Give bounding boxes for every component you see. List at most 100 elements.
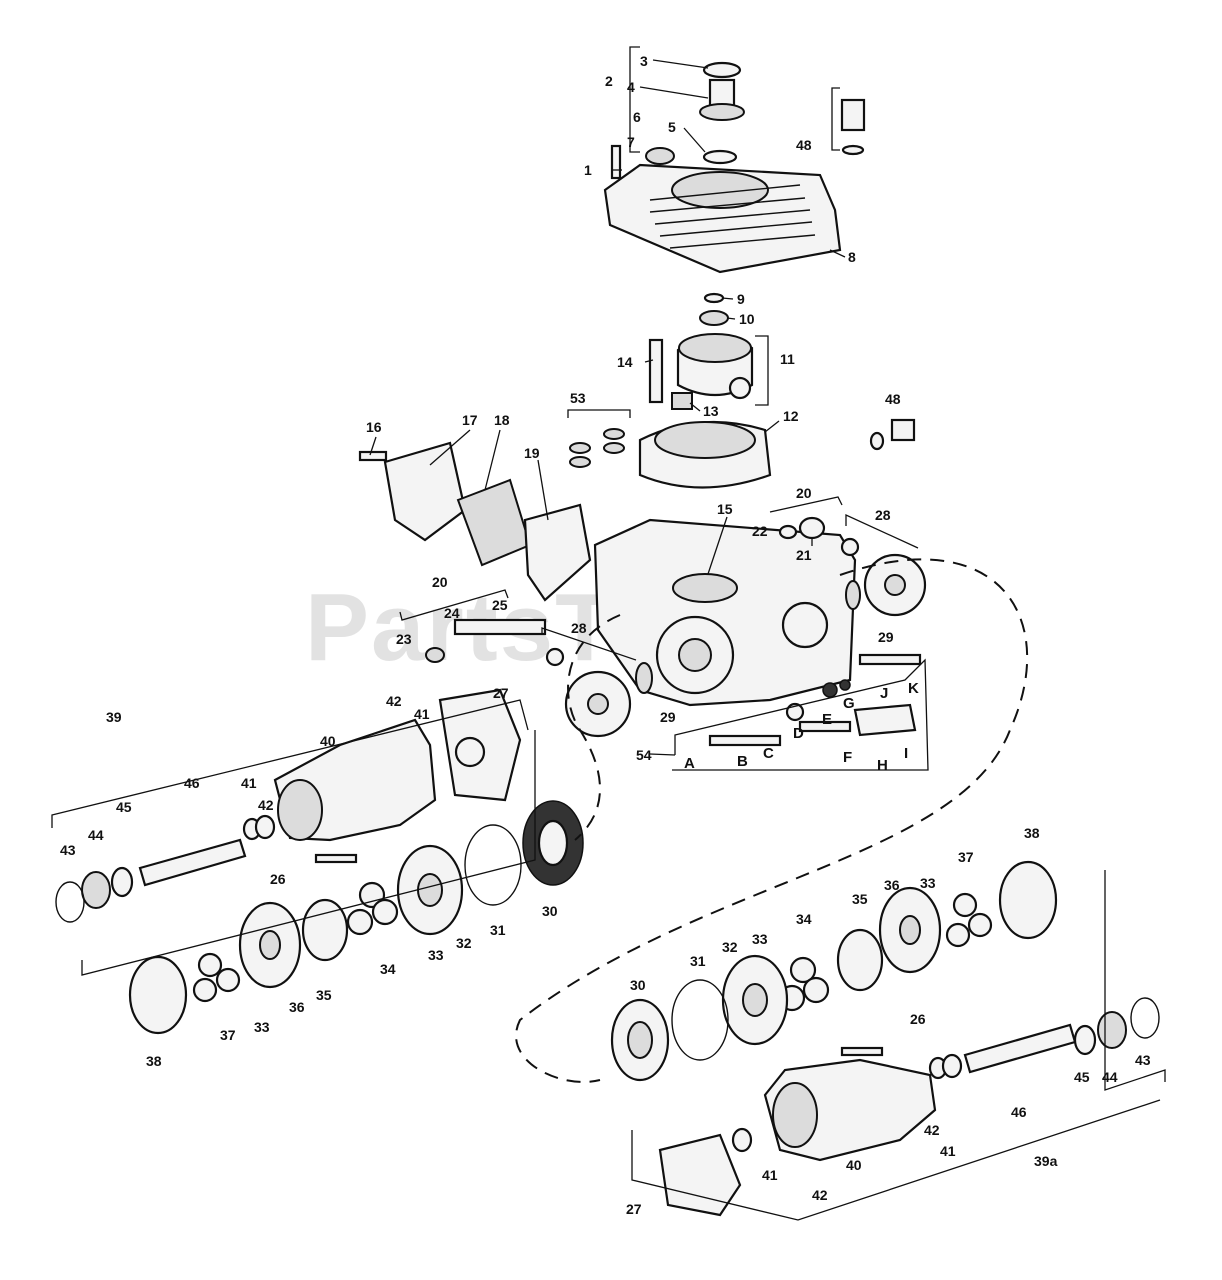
gear-part-37-left-c xyxy=(192,977,218,1003)
gasket-part-27-right xyxy=(658,1133,742,1217)
plate-part-35-right xyxy=(836,928,884,992)
callout-1: 1 xyxy=(584,162,592,178)
oring-part-42-left xyxy=(254,814,276,840)
bearing-part-44-right xyxy=(1097,1011,1127,1049)
letter-G: G xyxy=(843,695,855,712)
callout-53: 53 xyxy=(570,390,586,406)
cap-part-28-right-bore xyxy=(884,574,906,596)
callout-20-left: 20 xyxy=(432,574,448,590)
callout-34-left: 34 xyxy=(380,961,396,977)
callout-16: 16 xyxy=(366,419,382,435)
spring-part-29-right xyxy=(845,580,861,610)
cap-part-28-left-bore xyxy=(587,693,609,715)
callout-5: 5 xyxy=(668,119,676,135)
callout-35-left: 35 xyxy=(316,987,332,1003)
friction-ring-part-31-right xyxy=(671,979,729,1061)
rod-part-54J xyxy=(858,653,922,666)
callout-48-right: 48 xyxy=(885,391,901,407)
bolt-part-1 xyxy=(610,144,622,180)
letter-J: J xyxy=(880,685,888,702)
top-cover-assembly xyxy=(603,61,866,489)
callout-25: 25 xyxy=(492,597,508,613)
callout-38-left: 38 xyxy=(146,1053,162,1069)
axle-housing-bore-left xyxy=(277,779,323,841)
housing-center-boss xyxy=(672,573,738,603)
callout-34-right: 34 xyxy=(796,911,812,927)
filter-screen-part-18 xyxy=(456,478,532,567)
valve-part-21 xyxy=(798,516,826,540)
callout-42-upper-left: 42 xyxy=(386,693,402,709)
right-axle-assembly xyxy=(610,860,1160,1217)
oring-part-42-right xyxy=(941,1053,963,1079)
lever-part-54H xyxy=(853,703,917,737)
callout-12: 12 xyxy=(783,408,799,424)
rod-part-54F xyxy=(798,720,852,733)
rod-part-54B xyxy=(708,734,782,747)
gear-part-37-right-a xyxy=(952,892,978,918)
carrier-hub-part-32-right xyxy=(742,983,768,1017)
gear-part-37-right-c xyxy=(945,922,971,948)
callout-21: 21 xyxy=(796,547,812,563)
callout-10: 10 xyxy=(739,311,755,327)
cover-boss xyxy=(671,171,769,209)
spring-part-53c xyxy=(603,428,625,440)
letter-I: I xyxy=(904,745,908,762)
callout-13: 13 xyxy=(703,403,719,419)
left-axle-assembly xyxy=(55,688,584,1035)
callout-18: 18 xyxy=(494,412,510,428)
callout-44-right: 44 xyxy=(1102,1069,1118,1085)
ball-part-28-right xyxy=(840,537,860,557)
gear-part-37-left-a xyxy=(197,952,223,978)
fitting-part-48-top xyxy=(840,98,866,132)
callout-20-right: 20 xyxy=(796,485,812,501)
spring-part-53b xyxy=(569,456,591,468)
callout-26-left: 26 xyxy=(270,871,286,887)
gear-part-37-right-b xyxy=(967,912,993,938)
callout-48-top: 48 xyxy=(796,137,812,153)
callout-11: 11 xyxy=(780,351,795,367)
callout-14: 14 xyxy=(617,354,633,370)
letter-B: B xyxy=(737,753,748,770)
pin-part-26-right xyxy=(840,1046,884,1057)
callout-40-right: 40 xyxy=(846,1157,862,1173)
letter-H: H xyxy=(877,757,888,774)
gear-part-34-right-b xyxy=(802,976,830,1004)
leader-lines xyxy=(369,59,846,756)
callout-39a: 39a xyxy=(1034,1153,1058,1169)
callout-38-right: 38 xyxy=(1024,825,1040,841)
washer-part-54E xyxy=(822,682,838,698)
callout-8: 8 xyxy=(848,249,856,265)
oring-part-48-top xyxy=(841,144,865,156)
grouping-brackets xyxy=(51,46,1166,1221)
bearing-part-44-left xyxy=(81,871,111,909)
callout-6: 6 xyxy=(633,109,641,125)
oring-part-48-right xyxy=(869,431,885,451)
callout-30-left: 30 xyxy=(542,903,558,919)
nut-part-54G xyxy=(839,679,851,691)
seal-part-45-right xyxy=(1073,1024,1097,1056)
plate-part-35-left xyxy=(301,898,349,962)
housing-side-port xyxy=(781,601,829,649)
spring-part-53d xyxy=(603,442,625,454)
washer-part-5 xyxy=(702,149,738,165)
callout-44-left: 44 xyxy=(88,827,104,843)
callout-labels: 3 2 4 5 6 7 1 48 8 9 10 11 14 13 12 53 4… xyxy=(60,53,1151,1217)
snap-ring-part-43-right xyxy=(1130,997,1160,1039)
callout-43-right: 43 xyxy=(1135,1052,1151,1068)
oring-part-22 xyxy=(778,524,798,540)
callout-41-right: 41 xyxy=(940,1143,956,1159)
ball-part-28-left xyxy=(545,647,565,667)
callout-29-right: 29 xyxy=(878,629,894,645)
callout-27-right: 27 xyxy=(626,1201,642,1217)
callout-36-left: 36 xyxy=(289,999,305,1015)
bushing-part-54D xyxy=(785,702,805,722)
letter-K: K xyxy=(908,680,919,697)
callout-31-right: 31 xyxy=(690,953,706,969)
carrier-hub-part-32-left xyxy=(417,873,443,907)
callout-33-left-b: 33 xyxy=(254,1019,270,1035)
callout-30-right: 30 xyxy=(630,977,646,993)
callout-17: 17 xyxy=(462,412,478,428)
callout-4: 4 xyxy=(627,79,635,95)
letter-C: C xyxy=(763,745,774,762)
callout-33-left-a: 33 xyxy=(428,947,444,963)
